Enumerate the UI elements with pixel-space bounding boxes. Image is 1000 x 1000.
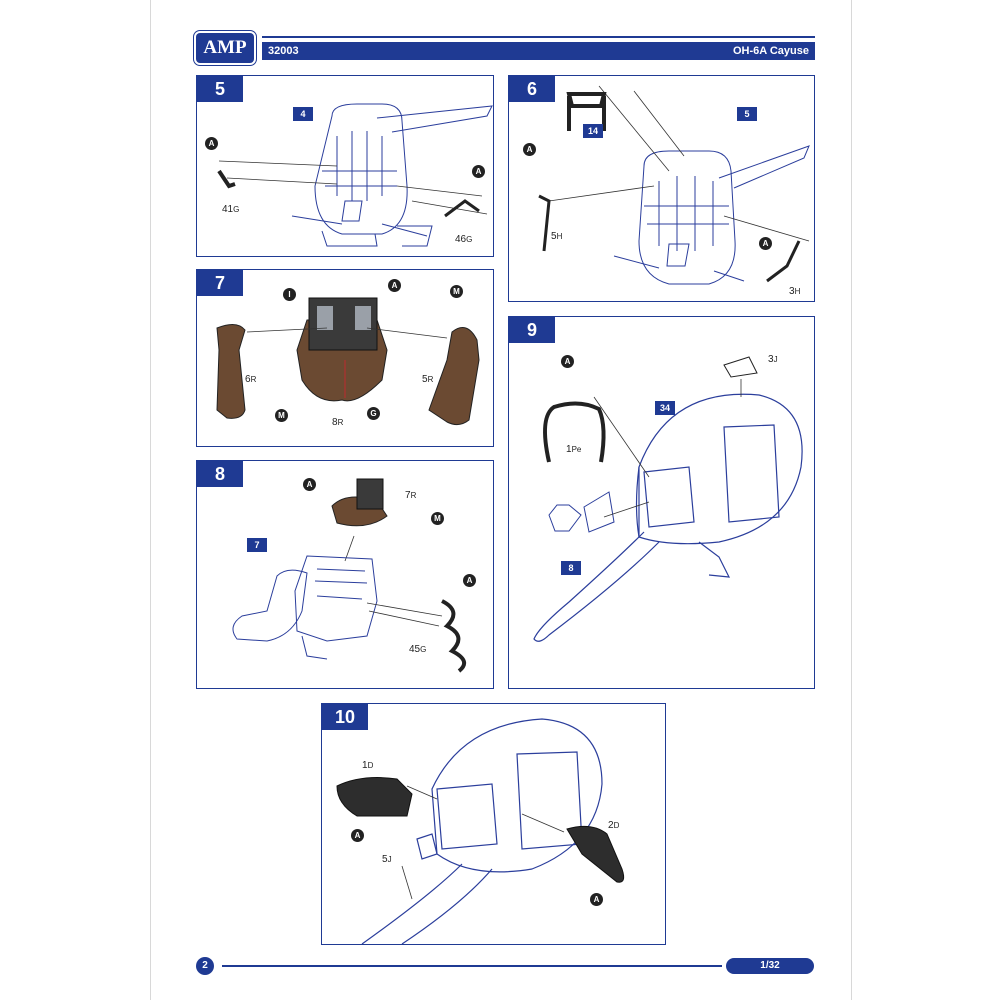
- step-6-panel: 6 14 5 A A 5H 3H: [508, 75, 815, 302]
- callout-bubble: G: [367, 407, 380, 420]
- callout-bubble: A: [388, 279, 401, 292]
- callout-bubble: M: [431, 512, 444, 525]
- step-ref-badge: 5: [737, 107, 757, 121]
- part-label: 1D: [362, 760, 374, 771]
- kit-number: 32003: [268, 45, 299, 57]
- callout-bubble: M: [275, 409, 288, 422]
- part-label: 45G: [409, 644, 427, 655]
- callout-bubble: A: [759, 237, 772, 250]
- part-label: 5J: [382, 854, 392, 865]
- step-ref-badge: 7: [247, 538, 267, 552]
- brand-logo: AMP: [196, 33, 254, 63]
- callout-bubble: A: [472, 165, 485, 178]
- footer-rule: [222, 965, 722, 967]
- part-label: 2D: [608, 820, 620, 831]
- kit-name: OH-6A Cayuse: [732, 45, 809, 57]
- step-5-panel: 5 4 A A 41G 46G: [196, 75, 494, 257]
- callout-bubble: A: [303, 478, 316, 491]
- step-9-drawing: [533, 356, 803, 642]
- callout-bubble: A: [523, 143, 536, 156]
- step-ref-badge: 4: [293, 107, 313, 121]
- part-label: 8R: [332, 417, 344, 428]
- step-6-drawing: [538, 85, 810, 285]
- part-label: 5H: [551, 231, 563, 242]
- part-label: 6R: [245, 374, 257, 385]
- step-number: 8: [197, 461, 243, 487]
- step-5-drawing: [217, 103, 493, 247]
- header-rule: [262, 36, 815, 38]
- step-10-drawing: [336, 718, 625, 944]
- step-8-panel: 8 7 A M A 7R 45G: [196, 460, 494, 689]
- callout-bubble: A: [561, 355, 574, 368]
- callout-bubble: A: [205, 137, 218, 150]
- step-number: 7: [197, 270, 243, 296]
- step-ref-badge: 8: [561, 561, 581, 575]
- part-label: 7R: [405, 490, 417, 501]
- step-7-drawing: [216, 297, 480, 426]
- step-8-drawing: [232, 478, 467, 673]
- step-ref-badge: 34: [655, 401, 675, 415]
- part-label: 3H: [789, 286, 801, 297]
- part-label: 3J: [768, 354, 778, 365]
- step-number: 10: [322, 704, 368, 730]
- page-number: 2: [196, 957, 214, 975]
- step-ref-badge: 14: [583, 124, 603, 138]
- header-bar: 32003 OH-6A Cayuse: [262, 42, 815, 60]
- step-10-panel: 10 A A 1D 2D 5J: [321, 703, 666, 945]
- part-label: 1Pe: [566, 444, 582, 455]
- callout-bubble: A: [590, 893, 603, 906]
- scale-badge: 1/32: [726, 958, 814, 974]
- part-label: 46G: [455, 234, 473, 245]
- step-number: 9: [509, 317, 555, 343]
- step-7-panel: 7 I A M M G 6R 5R 8R: [196, 269, 494, 447]
- step-number: 6: [509, 76, 555, 102]
- callout-bubble: M: [450, 285, 463, 298]
- callout-bubble: A: [351, 829, 364, 842]
- callout-bubble: A: [463, 574, 476, 587]
- part-label: 5R: [422, 374, 434, 385]
- step-9-panel: 9 34 8 A 3J 1Pe: [508, 316, 815, 689]
- part-label: 41G: [222, 204, 240, 215]
- callout-bubble: I: [283, 288, 296, 301]
- step-number: 5: [197, 76, 243, 102]
